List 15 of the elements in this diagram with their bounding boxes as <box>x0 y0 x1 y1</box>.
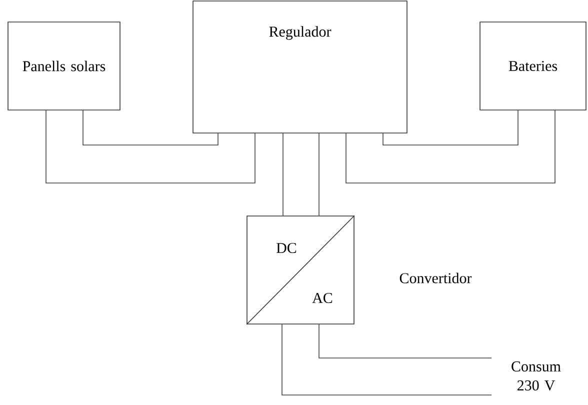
component-box: Panells solars <box>8 22 120 110</box>
component-label: Convertidor <box>400 272 472 284</box>
connection-line <box>346 110 556 184</box>
output-label: Consum 230 V <box>512 361 561 391</box>
connection-line <box>318 133 320 216</box>
connection-line <box>46 110 256 184</box>
connection-line <box>282 324 492 396</box>
box-label: DC <box>276 242 296 254</box>
box-label: AC <box>312 292 332 304</box>
connection-line <box>282 133 284 216</box>
connection-line <box>382 110 518 146</box>
component-box: Bateries <box>480 22 586 110</box>
component-box: Regulador <box>192 0 408 134</box>
connection-line <box>82 110 218 146</box>
connection-line <box>318 324 492 358</box>
